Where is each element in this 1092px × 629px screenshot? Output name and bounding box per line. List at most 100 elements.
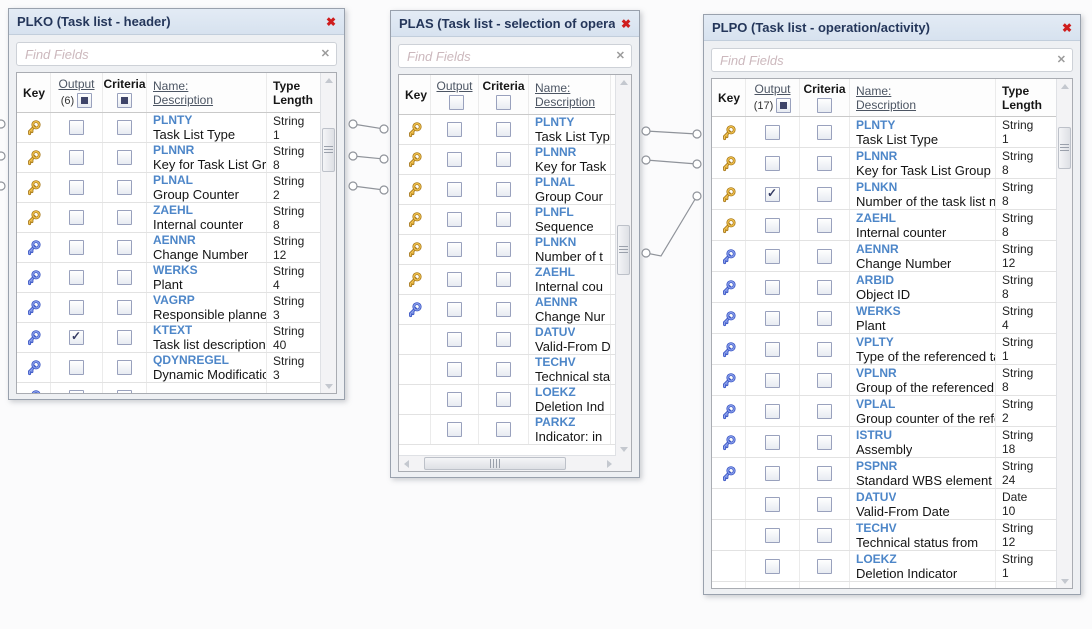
criteria-checkbox[interactable] [496,302,511,317]
criteria-checkbox[interactable] [496,362,511,377]
description-sort-link[interactable]: Description [856,97,917,112]
vertical-scrollbar[interactable] [320,73,336,393]
name-sort-link[interactable]: Name: [153,78,189,93]
criteria-checkbox[interactable] [817,558,832,574]
clear-search-icon[interactable]: ✕ [1056,54,1066,66]
criteria-checkbox[interactable] [817,186,832,202]
output-checkbox[interactable] [765,496,780,512]
output-checkbox[interactable] [447,422,462,437]
scroll-up-arrow[interactable] [321,73,336,87]
output-checkbox[interactable] [765,434,780,450]
clear-search-icon[interactable]: ✕ [320,48,330,60]
criteria-checkbox[interactable] [117,150,132,165]
criteria-checkbox[interactable] [117,120,132,135]
field-name-link[interactable]: ARBID [856,272,894,287]
scroll-up-arrow[interactable] [1057,79,1072,93]
output-checkbox[interactable] [765,403,780,419]
field-name-link[interactable]: PLNTY [856,117,896,132]
scroll-up-arrow[interactable] [616,75,631,89]
field-name-link[interactable]: PLNAL [153,173,193,187]
output-header-link[interactable]: Output [754,82,791,96]
output-select-all-checkbox[interactable] [776,98,792,113]
field-name-link[interactable]: AENNR [153,233,196,247]
output-header-link[interactable]: Output [436,79,473,93]
criteria-checkbox[interactable] [496,152,511,167]
output-checkbox[interactable] [69,390,84,393]
field-name-link[interactable]: TECHV [535,355,576,369]
criteria-checkbox[interactable] [496,242,511,257]
output-checkbox[interactable] [447,242,462,257]
output-checkbox[interactable] [69,120,84,135]
field-name-link[interactable]: VAGRP [153,293,195,307]
description-sort-link[interactable]: Description [153,92,214,107]
criteria-select-all-checkbox[interactable] [117,93,132,108]
field-name-link[interactable]: PLNAL [535,175,575,189]
criteria-checkbox[interactable] [117,330,132,345]
panel-titlebar[interactable]: PLKO (Task list - header) ✖ [9,9,344,35]
field-name-link[interactable]: ZAEHL [153,203,193,217]
criteria-checkbox[interactable] [496,272,511,287]
criteria-checkbox[interactable] [496,332,511,347]
output-checkbox[interactable] [765,217,780,233]
output-checkbox[interactable] [447,272,462,287]
vertical-scrollbar[interactable] [615,75,631,456]
output-checkbox[interactable] [765,527,780,543]
find-fields-input[interactable] [16,42,337,66]
field-name-link[interactable]: ISTRU [856,427,892,442]
output-checkbox[interactable] [69,240,84,255]
field-name-link[interactable]: PLNTY [153,113,193,127]
field-name-link[interactable]: VPLTY [856,334,894,349]
field-name-link[interactable]: WERKS [153,263,198,277]
output-checkbox[interactable] [69,329,84,345]
output-checkbox[interactable] [765,248,780,264]
output-checkbox[interactable] [69,360,84,375]
output-checkbox[interactable] [447,152,462,167]
criteria-checkbox[interactable] [117,180,132,195]
criteria-checkbox[interactable] [117,270,132,285]
criteria-checkbox[interactable] [817,372,832,388]
criteria-select-all-checkbox[interactable] [496,95,511,110]
field-name-link[interactable]: ZAEHL [535,265,575,279]
panel-titlebar[interactable]: PLAS (Task list - selection of operation… [391,11,639,37]
close-icon[interactable]: ✖ [620,16,631,31]
output-checkbox[interactable] [765,124,780,140]
field-name-link[interactable]: PLNTY [535,115,575,129]
field-name-link[interactable]: ZAEHL [856,210,896,225]
scrollbar-thumb[interactable] [617,225,630,275]
output-checkbox[interactable] [69,270,84,285]
criteria-checkbox[interactable] [817,527,832,543]
output-checkbox[interactable] [69,210,84,225]
scroll-down-arrow[interactable] [1057,574,1072,588]
criteria-checkbox[interactable] [817,434,832,450]
criteria-checkbox[interactable] [817,279,832,295]
field-name-link[interactable]: QDYNREGEL [153,353,230,367]
criteria-checkbox[interactable] [817,465,832,481]
field-name-link[interactable]: PLNNR [153,143,195,157]
field-name-link[interactable]: LOEKZ [535,385,576,399]
criteria-checkbox[interactable] [117,360,132,375]
output-checkbox[interactable] [447,122,462,137]
output-checkbox[interactable] [765,558,780,574]
criteria-checkbox[interactable] [117,300,132,315]
scroll-left-arrow[interactable] [399,456,413,471]
output-checkbox[interactable] [765,155,780,171]
criteria-checkbox[interactable] [817,155,832,171]
criteria-checkbox[interactable] [496,122,511,137]
criteria-checkbox[interactable] [496,182,511,197]
output-checkbox[interactable] [69,180,84,195]
field-name-link[interactable]: TECHV [856,520,897,535]
output-header-link[interactable]: Output [58,77,95,91]
field-name-link[interactable]: VPLAL [856,396,896,411]
criteria-checkbox[interactable] [117,390,132,393]
field-name-link[interactable]: LOEKZ [856,551,897,566]
scroll-down-arrow[interactable] [616,442,631,456]
field-name-link[interactable]: PSPNR [856,458,898,473]
output-checkbox[interactable] [447,392,462,407]
field-name-link[interactable]: PLNNR [535,145,577,159]
output-checkbox[interactable] [447,302,462,317]
field-name-link[interactable]: PLNKN [856,179,898,194]
criteria-checkbox[interactable] [817,403,832,419]
criteria-checkbox[interactable] [817,310,832,326]
find-fields-input[interactable] [398,44,632,68]
horizontal-scrollbar[interactable] [399,455,616,471]
